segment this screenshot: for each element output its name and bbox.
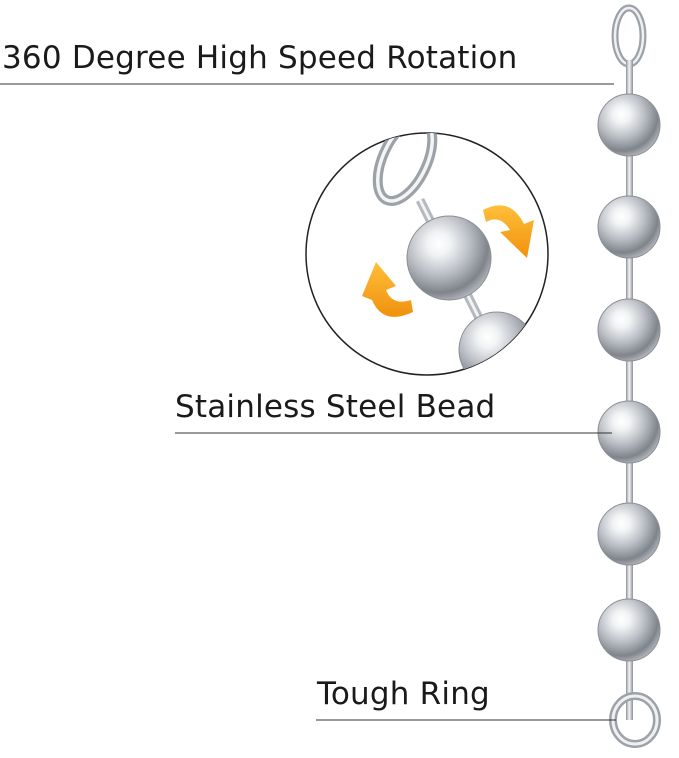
callout-bead: Stainless Steel Bead — [175, 389, 496, 425]
detail-bead-lower — [458, 311, 536, 375]
rotation-detail-inset — [305, 132, 549, 376]
bead — [597, 195, 661, 259]
callout-rotation: 360 Degree High Speed Rotation — [2, 40, 518, 76]
callout-ring: Tough Ring — [317, 676, 490, 712]
bead — [597, 298, 661, 362]
bead — [597, 400, 661, 464]
bead — [597, 598, 661, 662]
detail-bead — [406, 215, 492, 301]
chain-wire — [626, 60, 633, 720]
curved-arrow-icon — [362, 205, 534, 317]
bead — [597, 502, 661, 566]
bead — [597, 93, 661, 157]
bead-chain-swivel — [597, 4, 661, 748]
